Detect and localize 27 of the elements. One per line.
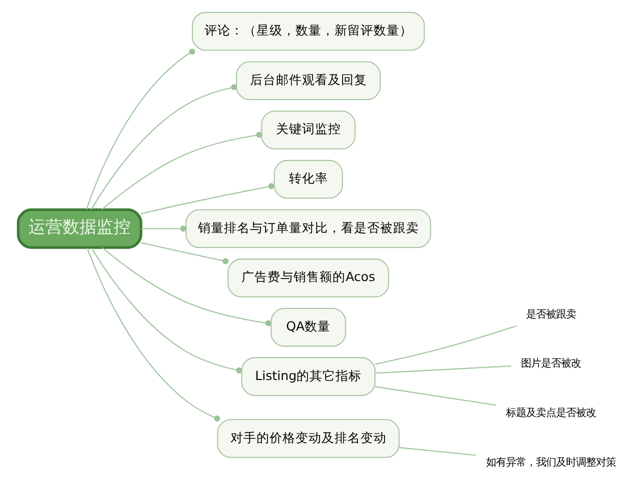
connector [86,248,220,422]
node-box: 关键词监控 [260,110,356,150]
node-box: QA数量 [270,308,346,347]
connector [374,325,516,365]
node-text: 是否被跟卖 [525,308,576,320]
node-text: 如有异常，我们及时调整对策 [485,456,616,468]
connector [140,226,186,232]
connector [140,242,228,264]
connector [85,48,195,210]
node-box: 转化率 [273,160,342,199]
connector [398,447,476,456]
node-box: 运营数据监控 [16,208,142,249]
node-text: 图片是否被改 [520,358,580,370]
connector [101,247,271,326]
connector [140,183,274,214]
connector [100,132,262,210]
node-box: 对手的价格变动及排名变动 [216,419,400,458]
node-box: 评论：（星级，数量，新留评数量） [191,12,424,51]
connector [374,366,511,374]
connector [374,386,496,406]
node-text: 标题及卖点是否被改 [505,406,596,419]
node-box: 销量排名与订单量对比，看是否被跟卖 [185,209,431,248]
connector [90,248,242,374]
node-box: 后台邮件观看及回复 [235,61,380,100]
node-box: 广告费与销售额的Acos [227,258,389,298]
connector [90,84,237,210]
node-box: Listing的其它指标 [240,357,376,396]
